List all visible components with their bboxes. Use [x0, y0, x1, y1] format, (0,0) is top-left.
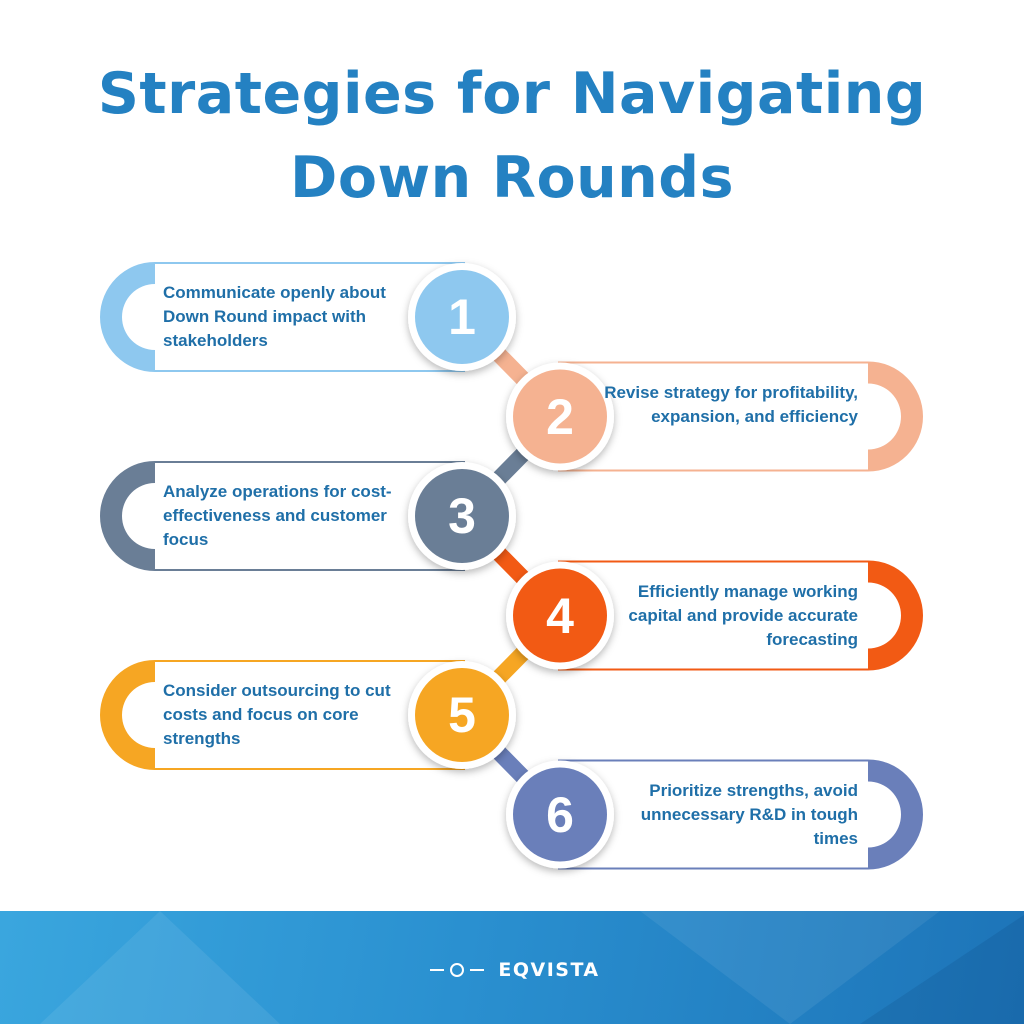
step-description: Revise strategy for profitability, expan… — [604, 382, 858, 426]
step-number: 1 — [448, 289, 476, 345]
strategy-steps-diagram — [100, 262, 923, 870]
brand-name: EQVISTA — [498, 959, 600, 981]
logo-dash-left — [430, 969, 445, 971]
step-bracket — [100, 461, 155, 571]
step-bracket — [868, 361, 923, 472]
title-line-1: Strategies for Navigating — [97, 61, 927, 127]
logo-dash-right — [470, 969, 485, 971]
step-circle — [513, 568, 607, 663]
step-description: Analyze operations for cost-effectivenes… — [163, 482, 392, 549]
step-number: 5 — [448, 687, 476, 743]
step-circle — [513, 767, 607, 862]
step-4 — [506, 560, 923, 671]
step-circle — [415, 270, 509, 364]
eqvista-logo-icon — [450, 963, 465, 977]
step-bracket — [868, 560, 923, 671]
step-6 — [506, 759, 923, 870]
footer-banner: EQVISTA — [0, 911, 1024, 1024]
footer-decor-shape — [860, 911, 1024, 1024]
step-number: 3 — [448, 488, 476, 544]
step-description: Efficiently manage working capital and p… — [628, 581, 858, 649]
step-description: Communicate openly about Down Round impa… — [163, 283, 386, 350]
step-bracket — [100, 262, 155, 372]
footer-decor-shape — [640, 911, 940, 1024]
title-line-2: Down Rounds — [290, 145, 734, 211]
step-5 — [100, 660, 516, 770]
brand-logo: EQVISTA — [0, 955, 1024, 985]
step-number: 4 — [546, 587, 574, 644]
step-description: Consider outsourcing to cut costs and fo… — [163, 681, 391, 748]
step-number: 2 — [546, 388, 574, 445]
step-3 — [100, 461, 516, 571]
step-circle — [513, 369, 607, 464]
step-circle — [415, 469, 509, 563]
step-bracket — [100, 660, 155, 770]
step-number: 6 — [546, 786, 574, 843]
step-2 — [506, 361, 923, 472]
step-bracket — [868, 759, 923, 870]
page-title: Strategies for Navigating Down Rounds — [0, 52, 1024, 220]
step-description: Prioritize strengths, avoid unnecessary … — [640, 780, 858, 848]
step-1 — [100, 262, 516, 372]
step-circle — [415, 668, 509, 762]
footer-decor-shape — [40, 911, 280, 1024]
